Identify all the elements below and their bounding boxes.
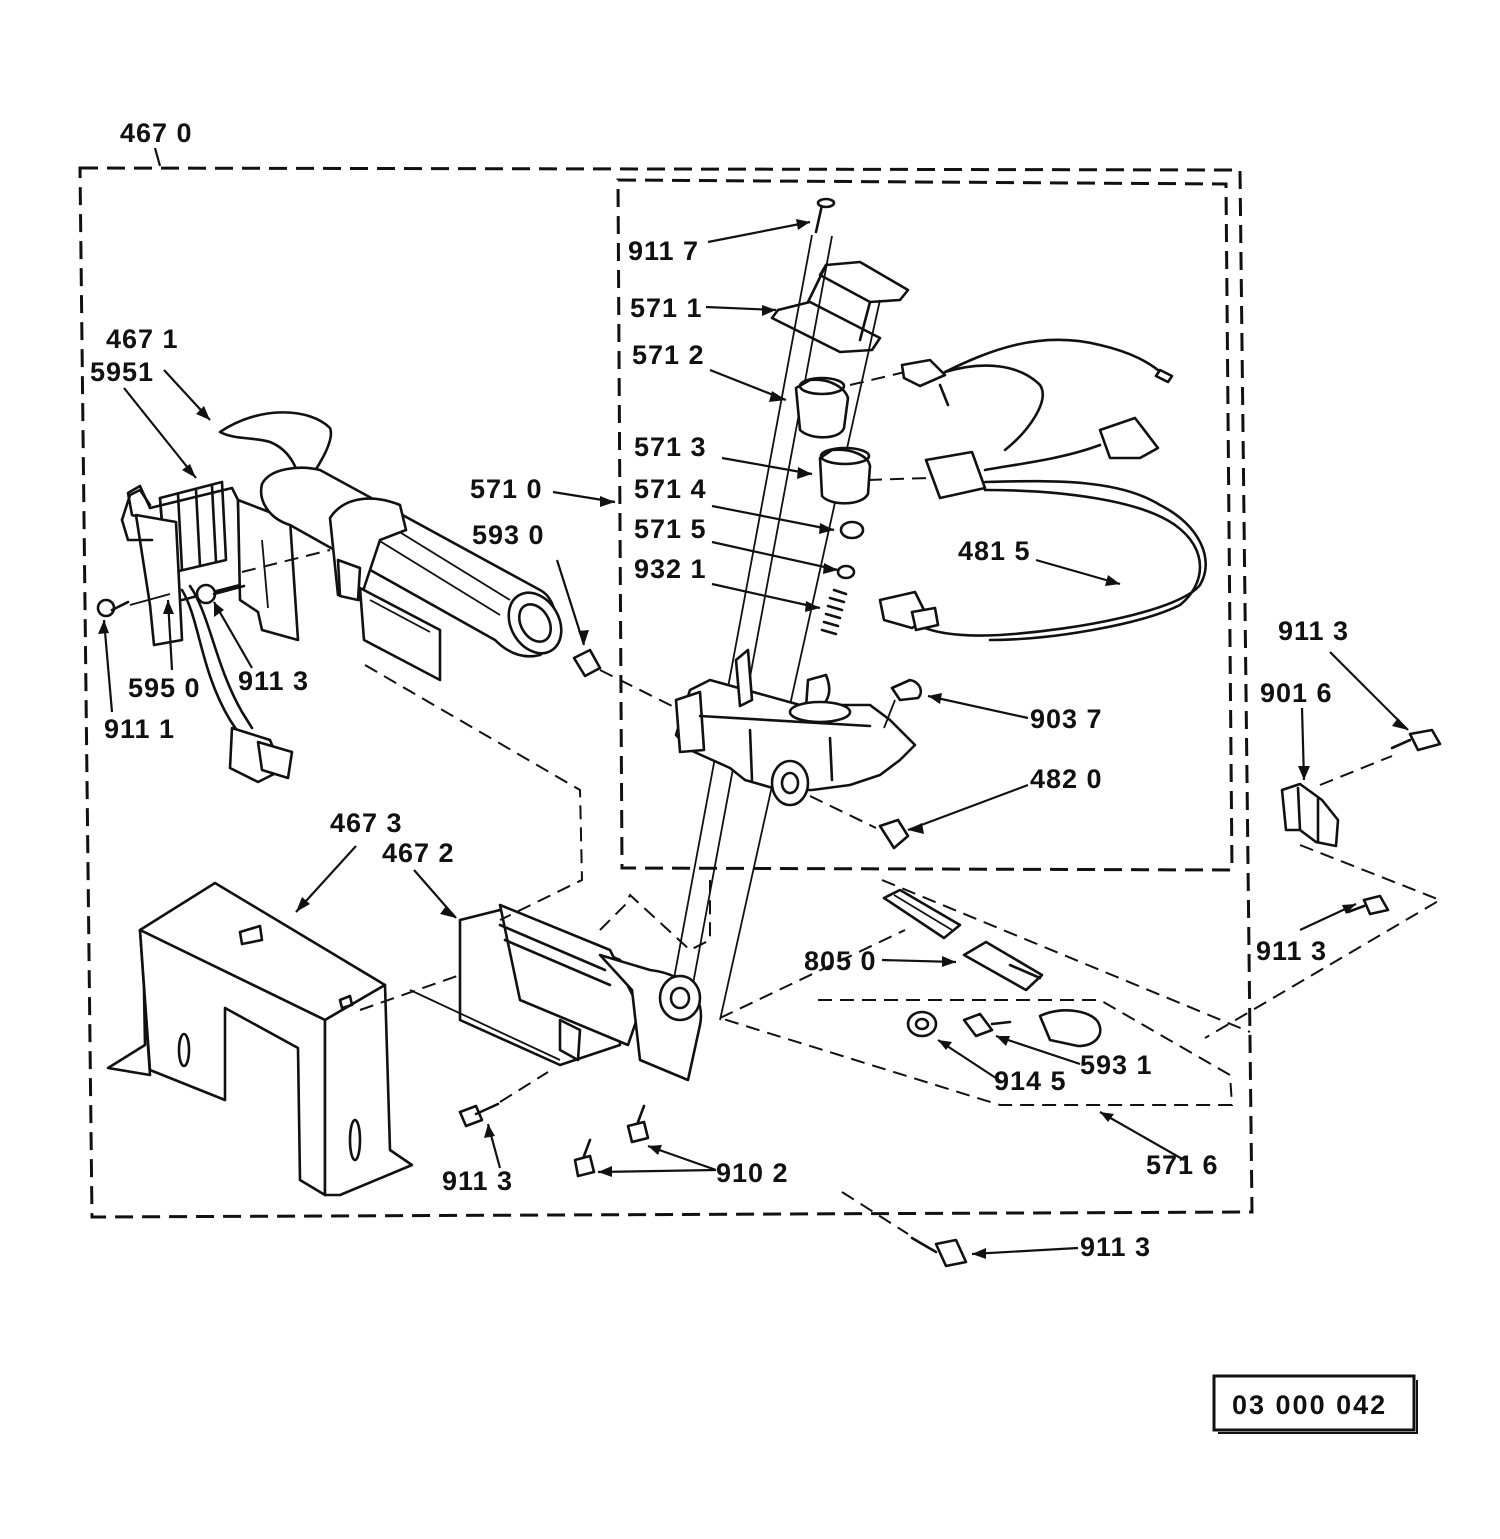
solenoid-bracket-assembly [96, 480, 331, 784]
wire-harness [878, 338, 1207, 642]
label-4673: 467 3 [330, 808, 403, 838]
label-4671: 467 1 [106, 324, 179, 354]
label-9117: 911 7 [628, 236, 699, 266]
label-9113d: 911 3 [442, 1166, 513, 1196]
outer-assembly-border [78, 166, 1254, 1219]
dashed-assembly-path [364, 664, 584, 921]
label-5951: 5951 [90, 357, 154, 387]
part-labels: 467 0 467 1 5951 595 0 911 1 911 3 571 0… [90, 118, 1349, 1262]
label-9102: 910 2 [716, 1158, 789, 1188]
label-5714: 571 4 [634, 474, 707, 504]
dashed-assembly-path [599, 880, 711, 952]
burner-tube-assembly [218, 411, 681, 711]
label-9113a: 911 3 [238, 666, 309, 696]
mounting-bracket [409, 903, 703, 1082]
label-5715: 571 5 [634, 514, 707, 544]
label-4820: 482 0 [1030, 764, 1103, 794]
label-5711: 571 1 [630, 293, 703, 323]
label-9145: 914 5 [994, 1066, 1067, 1096]
reference-number: 03 000 042 [1232, 1390, 1387, 1420]
label-4670: 467 0 [120, 118, 193, 148]
label-5713: 571 3 [634, 432, 707, 462]
label-9321: 932 1 [634, 554, 707, 584]
label-9016: 901 6 [1260, 678, 1333, 708]
label-5712: 571 2 [632, 340, 705, 370]
label-5931: 593 1 [1080, 1050, 1153, 1080]
arrowheads [98, 219, 1408, 1259]
label-9037: 903 7 [1030, 704, 1103, 734]
label-4815: 481 5 [958, 536, 1031, 566]
connector-bracket [1204, 728, 1443, 1039]
label-9113c: 911 3 [1256, 936, 1327, 966]
label-5930: 593 0 [472, 520, 545, 550]
label-5716: 571 6 [1146, 1150, 1219, 1180]
label-9113e: 911 3 [1080, 1232, 1151, 1262]
inner-subassembly-border [616, 178, 1234, 872]
label-9113b: 911 3 [1278, 616, 1349, 646]
bottom-screws [458, 1071, 968, 1268]
valve-solenoid-stack [669, 197, 929, 1021]
cabinet-bracket [106, 881, 461, 1197]
label-5950: 595 0 [128, 673, 201, 703]
label-9111: 911 1 [104, 714, 175, 744]
igniter-parts [719, 879, 1251, 1106]
label-8050: 805 0 [804, 946, 877, 976]
label-5710: 571 0 [470, 474, 543, 504]
label-4672: 467 2 [382, 838, 455, 868]
reference-number-box: 03 000 042 [1212, 1374, 1418, 1434]
